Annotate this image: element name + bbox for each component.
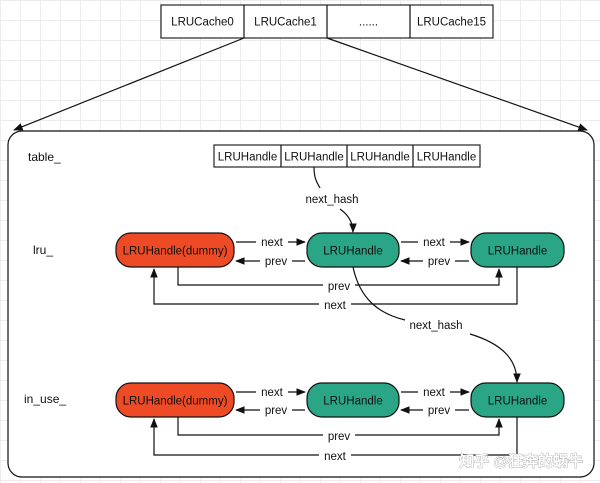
in-use-row-label: in_use_ bbox=[24, 392, 66, 406]
next-hash-label-top: next_hash bbox=[305, 194, 358, 206]
hash-cell-2: LRUHandle bbox=[350, 152, 409, 164]
in-use-handle-label-1: LRUHandle bbox=[323, 396, 382, 408]
next-hash-link-mid bbox=[352, 266, 406, 321]
cache-cell-1: LRUCache1 bbox=[254, 17, 317, 29]
label-bg bbox=[323, 279, 355, 292]
next-hash-arrow-top bbox=[339, 208, 357, 233]
lru-dummy-label: LRUHandle(dummy) bbox=[123, 246, 228, 258]
in-use-handle-label-2: LRUHandle bbox=[488, 396, 547, 408]
in-use-prev-label-1: prev bbox=[265, 405, 288, 417]
in-use-next-label-2: next bbox=[423, 387, 446, 399]
table-row-label: table_ bbox=[28, 150, 61, 164]
lru-wrap-prev-label: prev bbox=[328, 281, 351, 293]
next-hash-link-top bbox=[313, 166, 321, 189]
hash-table: LRUHandle LRUHandle LRUHandle LRUHandle bbox=[213, 144, 481, 168]
label-bg bbox=[319, 449, 351, 462]
label-bg bbox=[260, 403, 292, 417]
in-use-list: LRUHandle(dummy) LRUHandle LRUHandle nex… bbox=[115, 382, 565, 463]
in-use-wrap-prev-label: prev bbox=[328, 431, 351, 443]
in-use-handle-node-1 bbox=[306, 382, 400, 418]
lru-prev-label-2: prev bbox=[428, 256, 451, 268]
in-use-wrap-next-label: next bbox=[324, 451, 347, 463]
lru-dummy-node bbox=[115, 232, 235, 268]
label-bg bbox=[423, 254, 455, 268]
next-hash-label-mid: next_hash bbox=[409, 320, 462, 332]
hash-cell-1: LRUHandle bbox=[284, 152, 343, 164]
label-bg bbox=[423, 403, 455, 417]
label-bg bbox=[256, 234, 288, 248]
in-use-dummy-node bbox=[115, 382, 235, 418]
label-bg bbox=[418, 234, 450, 248]
watermark: 知乎 @狂奔的蜗牛 bbox=[459, 452, 583, 470]
cache-array: LRUCache0 LRUCache1 ...... LRUCache15 bbox=[160, 4, 494, 39]
label-bg bbox=[260, 254, 292, 268]
label-bg bbox=[319, 298, 351, 311]
label-bg bbox=[256, 384, 288, 398]
cache-cell-ellipsis: ...... bbox=[359, 17, 378, 29]
cache-cell-0: LRUCache0 bbox=[171, 17, 234, 29]
in-use-next-label-1: next bbox=[261, 387, 284, 399]
hash-cell-0: LRUHandle bbox=[218, 152, 277, 164]
lru-wrap-next-label: next bbox=[324, 300, 347, 312]
lru-handle-label-1: LRUHandle bbox=[323, 246, 382, 258]
next-hash-arrow-mid bbox=[469, 333, 521, 383]
in-use-dummy-label: LRUHandle(dummy) bbox=[123, 396, 228, 408]
lru-handle-label-2: LRUHandle bbox=[488, 246, 547, 258]
lru-row-label: lru_ bbox=[33, 243, 53, 257]
lru-list: LRUHandle(dummy) LRUHandle LRUHandle nex… bbox=[115, 232, 565, 312]
hash-cell-3: LRUHandle bbox=[417, 152, 476, 164]
lru-next-label-2: next bbox=[423, 237, 446, 249]
cache-cell-15: LRUCache15 bbox=[417, 17, 486, 29]
expand-arrow-left bbox=[13, 37, 245, 131]
lru-prev-label-1: prev bbox=[265, 256, 288, 268]
label-bg bbox=[418, 384, 450, 398]
lru-next-label-1: next bbox=[261, 237, 284, 249]
in-use-prev-label-2: prev bbox=[428, 405, 451, 417]
label-bg bbox=[323, 429, 355, 442]
expand-arrow-right bbox=[326, 37, 588, 131]
